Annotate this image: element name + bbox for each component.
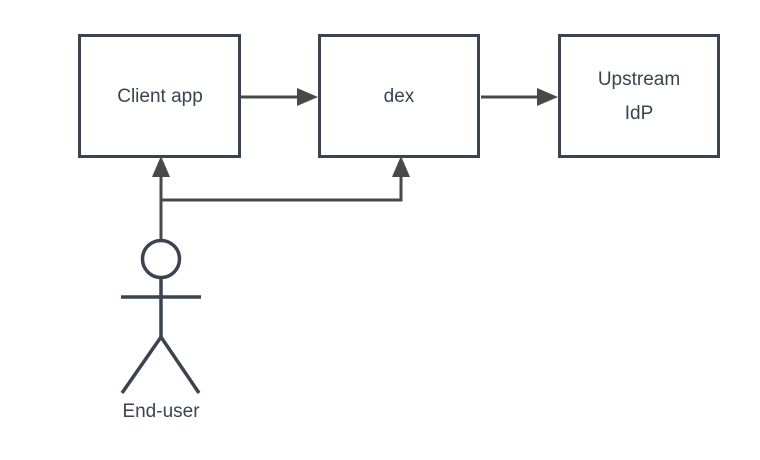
actor-end-user[interactable]: End-user [120, 238, 201, 423]
upstream-idp-label-line1: Upstream [598, 69, 680, 90]
client-app-box[interactable] [78, 34, 241, 158]
end-user-head-icon [140, 238, 182, 280]
dex-box[interactable] [318, 34, 480, 158]
end-user-label: End-user [122, 401, 200, 422]
edge-end-user-to-dex [161, 156, 410, 202]
edge-line-branch-dex [161, 172, 403, 202]
arrowhead-up-client-app [152, 156, 170, 177]
upstream-idp-label-line2: IdP [625, 103, 654, 124]
upstream-idp-box[interactable] [558, 34, 720, 158]
arrowhead-right-dex [297, 88, 318, 106]
node-client-app[interactable]: Client app [78, 34, 241, 158]
client-app-label: Client app [117, 86, 203, 107]
edge-client-app-to-dex [241, 88, 318, 106]
edge-end-user-to-client-app [152, 156, 170, 244]
end-user-leg-left [120, 335, 163, 395]
edge-dex-to-upstream-idp [481, 88, 558, 106]
end-user-leg-right [159, 336, 201, 394]
node-dex[interactable]: dex [318, 34, 480, 158]
node-upstream-idp[interactable]: Upstream IdP [558, 34, 720, 158]
arrowhead-right-upstream-idp [537, 88, 558, 106]
dex-label: dex [384, 86, 415, 107]
arrowhead-up-dex [392, 156, 410, 177]
